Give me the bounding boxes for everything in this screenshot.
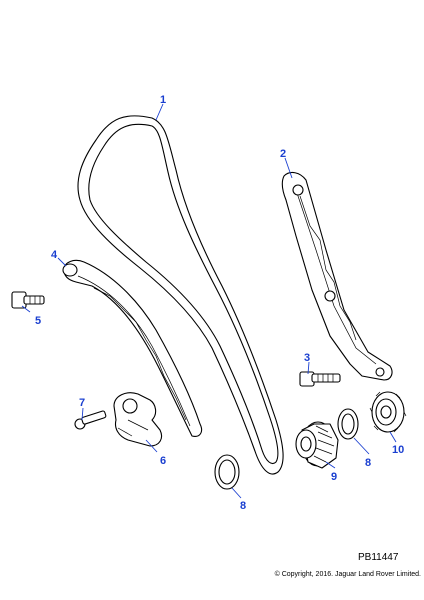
copyright-notice: © Copyright, 2016. Jaguar Land Rover Lim…	[274, 571, 421, 578]
callout-8-right: 8	[365, 457, 371, 469]
callout-8-left: 8	[240, 500, 246, 512]
leader-lines	[21, 103, 397, 499]
callout-5: 5	[35, 315, 41, 327]
oil-pump-sprocket	[369, 391, 407, 433]
timing-chain	[77, 115, 284, 475]
callout-7: 7	[79, 397, 85, 409]
callout-9: 9	[331, 471, 337, 483]
spacer-ring-right	[337, 408, 359, 440]
crankshaft-sprocket	[295, 421, 339, 469]
chain-tensioner	[113, 392, 163, 447]
fixed-chain-guide	[281, 171, 393, 381]
tensioner-chain-guide	[62, 259, 203, 437]
callout-10: 10	[392, 444, 404, 456]
pivot-bolt-5	[11, 291, 45, 309]
callout-2: 2	[280, 148, 286, 160]
callout-6: 6	[160, 455, 166, 467]
spacer-ring-left	[214, 454, 240, 490]
callout-4: 4	[51, 249, 58, 261]
reference-code: PB11447	[358, 552, 399, 563]
guide-bolt-3	[299, 371, 341, 387]
tensioner-bolt-7	[74, 410, 107, 430]
callout-1: 1	[160, 94, 166, 106]
callout-3: 3	[304, 352, 310, 364]
